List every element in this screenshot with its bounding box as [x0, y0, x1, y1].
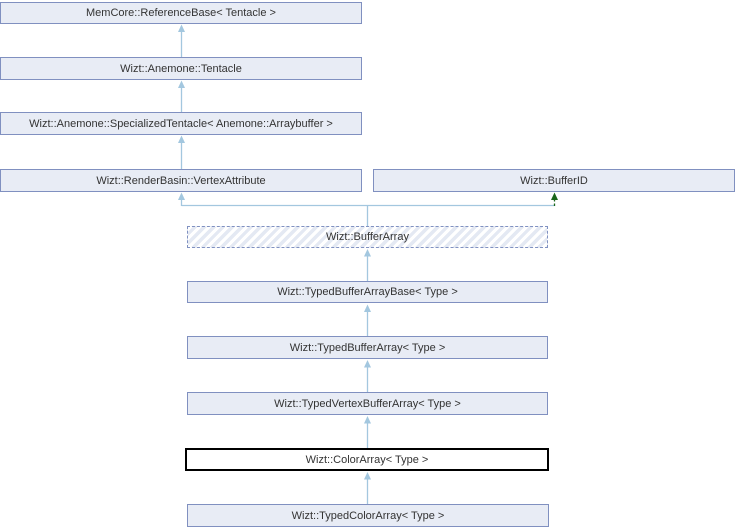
node-wizt-typedcolorarray[interactable]: Wizt::TypedColorArray< Type >	[187, 504, 549, 527]
inheritance-arrow-typedbufferarray-to-typedbufferarraybase	[364, 304, 371, 336]
inheritance-arrow-tentacle-to-referencebase	[178, 24, 185, 57]
node-wizt-typedbufferarraybase[interactable]: Wizt::TypedBufferArrayBase< Type >	[187, 281, 548, 303]
node-wizt-bufferarray: Wizt::BufferArray	[187, 226, 548, 248]
node-wizt-renderbasin-vertexattribute[interactable]: Wizt::RenderBasin::VertexAttribute	[0, 169, 362, 192]
inheritance-arrow-typedvertexbufferarray-to-typedbufferarray	[364, 360, 371, 392]
node-wizt-colorarray-current: Wizt::ColorArray< Type >	[185, 448, 549, 471]
inheritance-arrow-specializedtentacle-to-tentacle	[178, 80, 185, 112]
node-memcore-referencebase[interactable]: MemCore::ReferenceBase< Tentacle >	[0, 2, 362, 24]
node-wizt-bufferid[interactable]: Wizt::BufferID	[373, 169, 735, 192]
node-wizt-typedbufferarray[interactable]: Wizt::TypedBufferArray< Type >	[187, 336, 548, 359]
node-wizt-anemone-tentacle[interactable]: Wizt::Anemone::Tentacle	[0, 57, 362, 80]
node-wizt-anemone-specializedtentacle[interactable]: Wizt::Anemone::SpecializedTentacle< Anem…	[0, 112, 362, 135]
inheritance-arrow-bufferarray-to-vertexattribute	[178, 192, 555, 226]
inheritance-arrow-typedcolorarray-to-colorarray	[364, 472, 371, 504]
protected-inheritance-arrow-bufferarray-to-bufferid	[551, 192, 558, 206]
inheritance-arrow-vertexattribute-to-specializedtentacle	[178, 135, 185, 169]
node-wizt-typedvertexbufferarray[interactable]: Wizt::TypedVertexBufferArray< Type >	[187, 392, 548, 415]
inheritance-arrow-typedbufferarraybase-to-bufferarray	[364, 249, 371, 281]
inheritance-arrow-colorarray-to-typedvertexbufferarray	[364, 416, 371, 448]
